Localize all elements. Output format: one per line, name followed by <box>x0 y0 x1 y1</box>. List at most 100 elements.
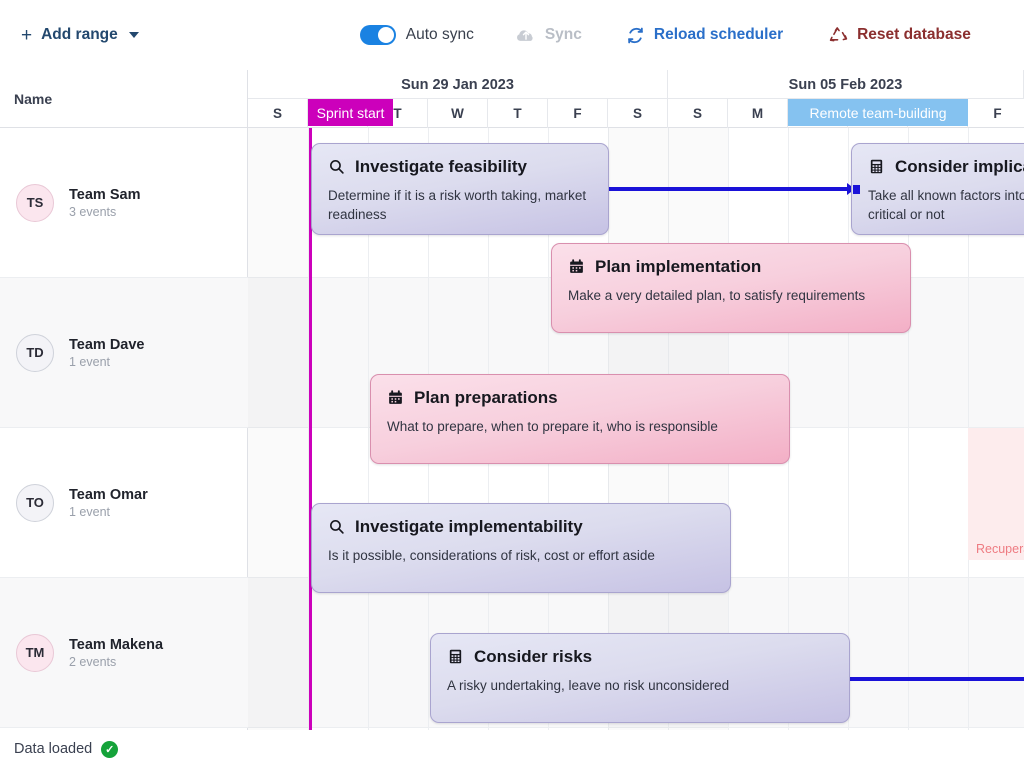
task-title: Plan preparations <box>414 388 558 407</box>
reset-label: Reset database <box>857 26 971 43</box>
add-range-label: Add range <box>41 26 118 43</box>
task-card[interactable]: Consider risks A risky undertaking, leave… <box>430 633 850 723</box>
resource-event-count: 1 event <box>69 354 111 369</box>
day-header-cell: T <box>368 99 428 128</box>
check-circle-icon: ✓ <box>101 740 119 758</box>
column-divider <box>848 128 849 730</box>
sprint-start-marker-line <box>309 128 312 730</box>
task-title: Investigate implementability <box>355 517 583 536</box>
status-text: Data loaded <box>14 741 93 757</box>
toolbar-right-group: Auto sync Sync Reload scheduler <box>359 25 971 45</box>
time-range-label: Recuperate <box>976 542 1024 556</box>
add-range-button[interactable]: + Add range <box>21 26 139 45</box>
toggle-switch-icon[interactable] <box>359 25 396 45</box>
reload-scheduler-button[interactable]: Reload scheduler <box>626 26 783 45</box>
plus-icon: + <box>21 24 33 46</box>
day-header-cell: M <box>728 99 788 128</box>
task-description: Is it possible, considerations of risk, … <box>328 547 655 563</box>
calculator-icon <box>447 648 464 665</box>
task-description: A risky undertaking, leave no risk uncon… <box>447 677 730 693</box>
cloud-upload-icon <box>516 25 536 45</box>
range-badge[interactable]: Sprint start <box>308 99 393 126</box>
day-header-cell: S <box>668 99 728 128</box>
task-description: What to prepare, when to prepare it, who… <box>387 418 718 434</box>
recycle-icon <box>829 26 848 45</box>
day-header-cell: W <box>428 99 488 128</box>
name-column-header: Name <box>0 70 248 128</box>
task-title-row: Consider risks <box>447 647 833 667</box>
week-header-cell: Sun 05 Feb 2023 <box>668 70 1024 99</box>
calendar-icon <box>387 389 404 406</box>
task-title: Consider risks <box>474 647 593 666</box>
calculator-icon <box>868 158 885 175</box>
day-header-cell: S <box>608 99 668 128</box>
day-header-cell: F <box>968 99 1024 128</box>
task-title: Investigate feasibility <box>355 157 527 176</box>
task-title-row: Consider implications <box>868 157 1024 177</box>
avatar: TS <box>16 183 54 222</box>
task-description: Determine if it is a risk worth taking, … <box>328 187 587 222</box>
timeline-canvas[interactable]: Recuperate Investigate feasibilityDetermi… <box>248 128 1024 730</box>
task-title-row: Investigate feasibility <box>328 157 592 177</box>
sync-label: Sync <box>544 26 582 43</box>
resource-name: Team Omar <box>69 486 148 503</box>
calendar-icon <box>568 258 585 275</box>
resource-name: Team Makena <box>69 636 164 653</box>
task-title-row: Plan preparations <box>387 388 773 408</box>
task-card[interactable]: Investigate implementability Is it possib… <box>311 503 731 593</box>
day-header-cell: F <box>548 99 608 128</box>
reset-database-button[interactable]: Reset database <box>829 26 971 45</box>
day-header-cell: T <box>488 99 548 128</box>
toolbar: + Add range Auto sync Sync <box>0 0 1024 70</box>
refresh-icon <box>626 26 645 45</box>
non-working-shade <box>248 128 308 730</box>
chevron-down-icon <box>128 32 139 38</box>
avatar: TD <box>16 333 54 372</box>
dependency-connector[interactable] <box>609 187 849 191</box>
avatar: TO <box>16 483 54 522</box>
auto-sync-toggle[interactable]: Auto sync <box>359 25 474 45</box>
week-header-cell: Sun 29 Jan 2023 <box>248 70 668 99</box>
connector-terminal <box>853 185 860 194</box>
range-badge[interactable]: Remote team-building <box>788 99 968 126</box>
time-range-highlight[interactable]: Recuperate <box>968 428 1024 560</box>
sync-button[interactable]: Sync <box>516 25 582 45</box>
task-title: Plan implementation <box>595 257 762 276</box>
search-icon <box>328 518 345 535</box>
toggle-knob <box>377 27 394 43</box>
dependency-connector[interactable] <box>850 677 1024 681</box>
resource-event-count: 1 event <box>69 504 111 519</box>
column-divider <box>908 128 909 730</box>
auto-sync-label: Auto sync <box>405 26 474 43</box>
resource-name: Team Dave <box>69 336 145 353</box>
search-icon <box>328 158 345 175</box>
task-title-row: Investigate implementability <box>328 517 714 537</box>
task-description: Take all known factors into consideratio… <box>868 187 1024 222</box>
column-divider <box>368 128 369 730</box>
avatar: TM <box>16 633 54 672</box>
resource-event-count: 2 events <box>69 654 117 669</box>
resource-name: Team Sam <box>69 186 141 203</box>
task-card[interactable]: Consider implicationsTake all known fact… <box>851 143 1024 235</box>
task-description: Make a very detailed plan, to satisfy re… <box>568 287 866 303</box>
task-title: Consider implications <box>895 157 1024 176</box>
resource-event-count: 3 events <box>69 204 117 219</box>
day-header-cell: S <box>248 99 308 128</box>
task-title-row: Plan implementation <box>568 257 894 277</box>
